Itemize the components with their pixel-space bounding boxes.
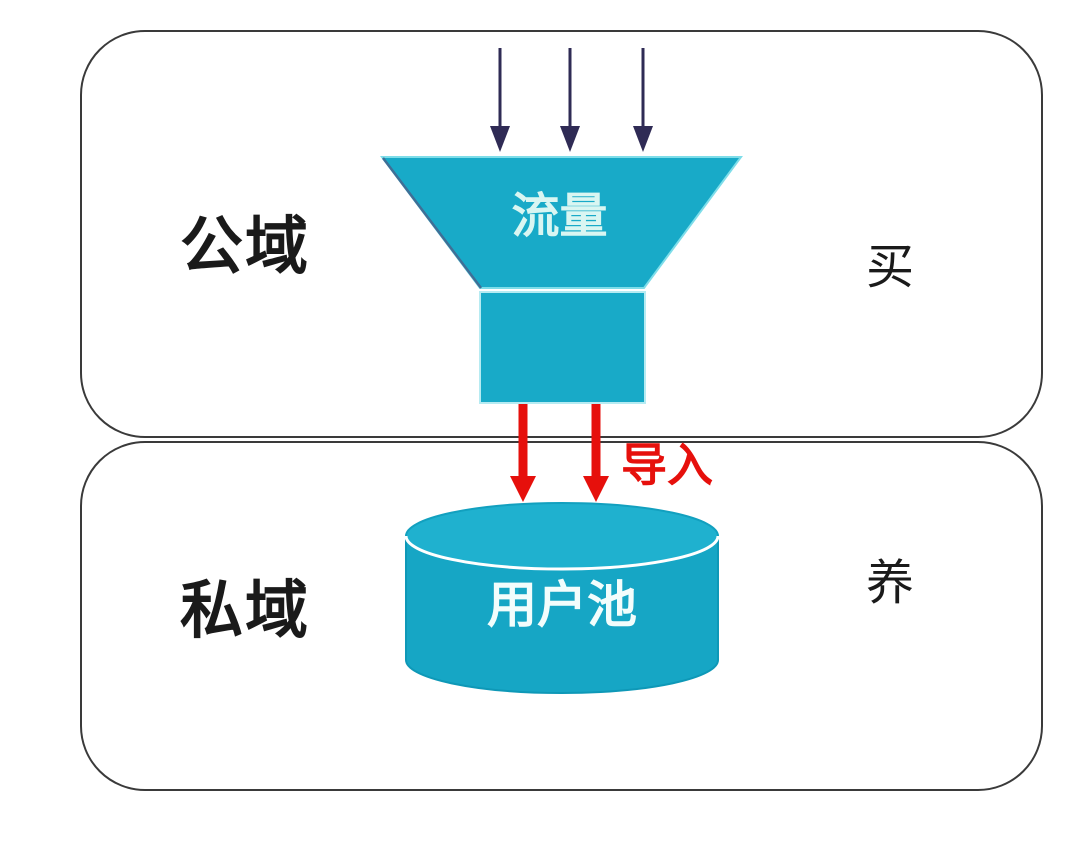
import-arrow-icon	[510, 404, 536, 502]
funnel-label: 流量	[511, 190, 608, 243]
private-domain-box	[80, 441, 1043, 791]
buy-label: 买	[866, 241, 915, 294]
import-arrow-icon	[583, 404, 609, 502]
inflow-arrow-icon	[490, 48, 510, 152]
funnel-stem	[479, 291, 646, 404]
cylinder-seam	[404, 535, 720, 571]
inflow-arrow-icon	[560, 48, 580, 152]
public-domain-label: 公域	[180, 212, 310, 282]
import-label: 导入	[621, 439, 713, 491]
nurture-label: 养	[866, 557, 915, 610]
pool-label: 用户池	[487, 577, 637, 633]
inflow-arrow-icon	[633, 48, 653, 152]
public-domain-box	[80, 30, 1043, 438]
private-domain-label: 私域	[180, 576, 310, 646]
funnel-left-edge	[382, 157, 482, 289]
